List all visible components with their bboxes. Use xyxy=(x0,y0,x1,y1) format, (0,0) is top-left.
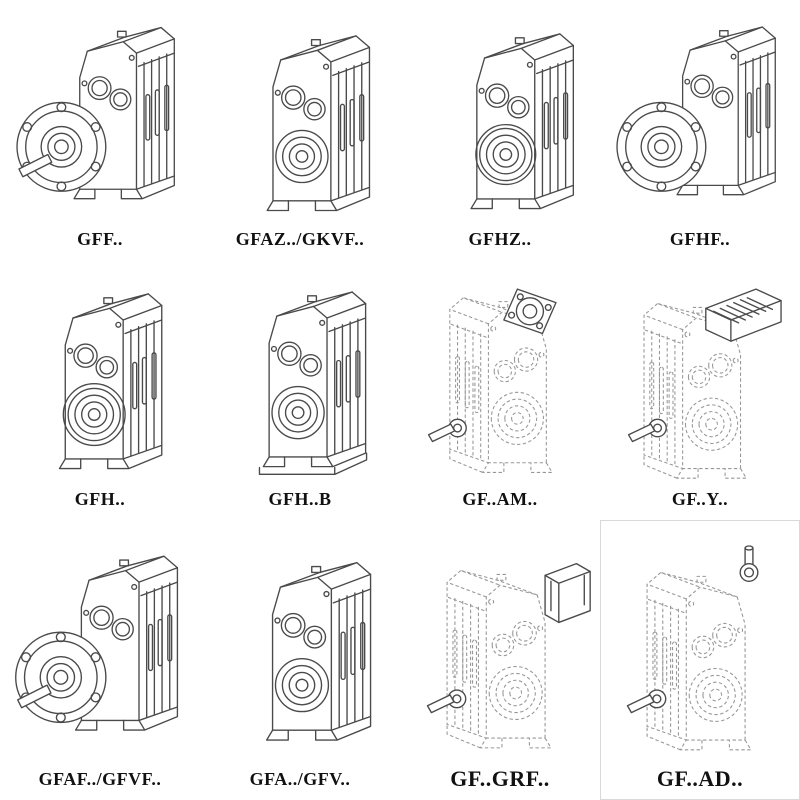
flange-hollow-shaft-gearbox-drawing xyxy=(616,26,776,196)
gearbox-with-motor-drawing xyxy=(627,288,782,484)
model-label: GFH.. xyxy=(74,489,126,509)
flange-output-shaft-gearbox-drawing xyxy=(16,26,175,200)
model-label: GF..Y.. xyxy=(671,489,729,509)
model-label: GF..GRF.. xyxy=(450,766,550,791)
catalog-cell-gfh-b: GFH..B xyxy=(200,260,400,520)
catalog-cell-gf-y: GF..Y.. xyxy=(600,260,800,520)
shaft-mounted-gearbox-drawing xyxy=(2,264,198,484)
catalog-cell-gfaf-gfvf: GFAF../GFVF.. xyxy=(0,520,200,800)
flange-output-shaft-gearbox-drawing xyxy=(15,555,179,731)
hollow-shaft-gearbox-angled-drawing xyxy=(402,4,598,224)
gearbox-motor-adapter-drawing xyxy=(427,288,557,484)
model-label: GFH..B xyxy=(268,489,332,509)
catalog-cell-gff: GFF.. xyxy=(0,0,200,260)
model-label: GF..AD.. xyxy=(656,766,744,791)
gearbox-cover-box-drawing xyxy=(426,562,591,764)
catalog-cell-gf-grf: GF..GRF.. xyxy=(400,520,600,800)
catalog-cell-gfa-gfv: GFA../GFV.. xyxy=(200,520,400,800)
catalog-cell-gfhz: GFHZ.. xyxy=(400,0,600,260)
model-label: GF..AM.. xyxy=(462,489,538,509)
model-label: GFHF.. xyxy=(669,229,731,249)
catalog-cell-gf-ad: GF..AD.. xyxy=(600,520,800,800)
gearbox-input-shaft-adapter-drawing xyxy=(626,545,759,764)
catalog-cell-gf-am: GF..AM.. xyxy=(400,260,600,520)
catalog-cell-gfh: GFH.. xyxy=(0,260,200,520)
model-label: GFF.. xyxy=(77,229,123,249)
hollow-shaft-gearbox-drawing xyxy=(202,524,398,764)
catalog-cell-gfhf: GFHF.. xyxy=(600,0,800,260)
model-label: GFA../GFV.. xyxy=(249,769,351,789)
model-label: GFHZ.. xyxy=(468,229,532,249)
hollow-shaft-gearbox-drawing xyxy=(202,4,398,224)
model-label: GFAF../GFVF.. xyxy=(38,769,162,789)
shaft-mounted-gearbox-base-drawing xyxy=(258,264,368,476)
model-label: GFAZ../GKVF.. xyxy=(235,229,365,249)
catalog-cell-gfaz-gkvf: GFAZ../GKVF.. xyxy=(200,0,400,260)
